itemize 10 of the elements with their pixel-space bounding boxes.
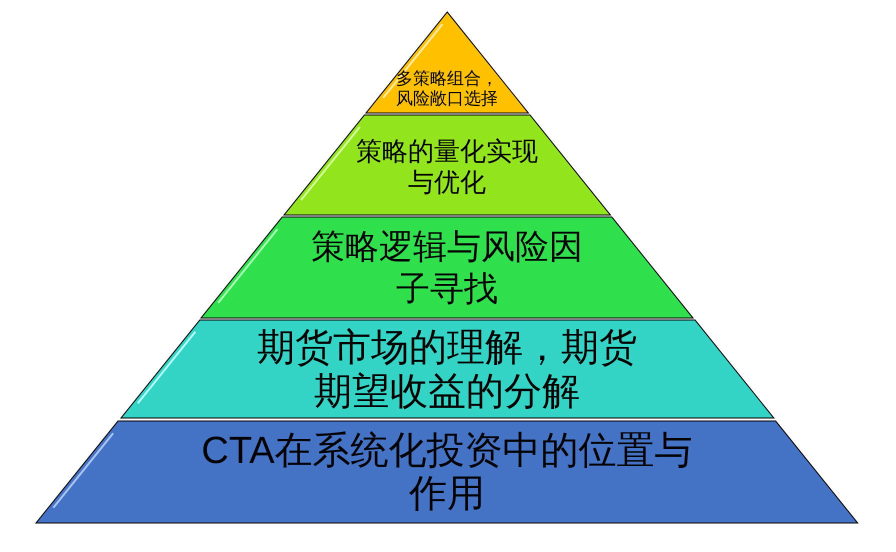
level-label: 策略逻辑与风险因子寻找	[310, 227, 584, 310]
level-label: CTA在系统化投资中的位置与作用	[200, 430, 694, 516]
pyramid-level	[36, 421, 858, 523]
pyramid-level	[366, 12, 528, 113]
pyramid-level	[200, 217, 694, 318]
level-label: 策略的量化实现与优化	[354, 136, 539, 198]
level-label: 多策略组合，风险敞口选择	[394, 69, 499, 109]
pyramid-level	[284, 115, 610, 215]
pyramid-level	[120, 320, 774, 418]
level-label: 期货市场的理解，期货期望收益的分解	[256, 326, 638, 414]
